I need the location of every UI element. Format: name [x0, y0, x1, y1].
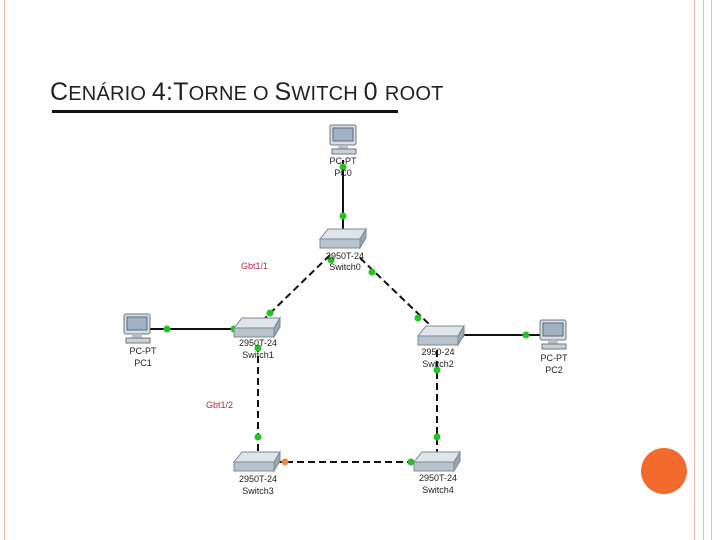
- switch1-switch-icon[interactable]: [232, 316, 281, 339]
- port-dot: [163, 325, 171, 333]
- pc0-name-label: PC0: [334, 168, 352, 178]
- switch0-switch-icon[interactable]: [318, 227, 367, 250]
- port-dot: [407, 458, 415, 466]
- port-dot: [368, 268, 376, 276]
- port-dot: [339, 212, 347, 220]
- title-part: 4:: [151, 78, 174, 106]
- title-part: ROOT: [384, 83, 444, 105]
- port-label-gbt1-1: Gbt1/1: [241, 261, 268, 271]
- switch1-name-label: Switch1: [242, 350, 274, 360]
- pc2-name-label: PC2: [545, 365, 563, 375]
- port-dot: [433, 433, 441, 441]
- port-dot: [254, 344, 262, 352]
- switch3-switch-icon[interactable]: [232, 450, 281, 473]
- switch4-name-label: Switch4: [422, 485, 454, 495]
- pc1-name-label: PC1: [134, 358, 152, 368]
- title-part: ENÁRIO: [68, 83, 152, 105]
- port-status-dots: [163, 163, 530, 466]
- switch0-name-label: Switch0: [329, 262, 361, 272]
- title-part: ORNE O: [188, 83, 275, 105]
- pc1-computer-icon[interactable]: [123, 313, 151, 344]
- port-dot: [339, 163, 347, 171]
- switch2-name-label: Switch2: [422, 359, 454, 369]
- switch3-name-label: Switch3: [242, 486, 274, 496]
- switch2-model-label: 2950-24: [421, 347, 454, 357]
- decorative-orange-circle: [641, 448, 687, 494]
- port-dot-blocking: [281, 458, 289, 466]
- switch3-model-label: 2950T-24: [239, 474, 277, 484]
- switch4-model-label: 2950T-24: [419, 473, 457, 483]
- port-dot: [414, 314, 422, 322]
- port-label-gbt1-2: Gbt1/2: [206, 400, 233, 410]
- pc2-model-label: PC-PT: [541, 353, 569, 363]
- slide-border-right-2: [703, 0, 704, 540]
- slide-border-left: [4, 0, 5, 540]
- title-part: C: [50, 78, 69, 106]
- switch4-switch-icon[interactable]: [412, 450, 461, 473]
- port-dot: [254, 433, 262, 441]
- pc1-model-label: PC-PT: [130, 346, 158, 356]
- port-dot: [266, 309, 274, 317]
- port-dot: [327, 256, 335, 264]
- title-underline: [52, 110, 398, 113]
- port-dot: [433, 366, 441, 374]
- title-part: S: [274, 78, 292, 106]
- pc0-computer-icon[interactable]: [329, 124, 357, 155]
- pc2-computer-icon[interactable]: [539, 319, 567, 350]
- switch2-switch-icon[interactable]: [416, 324, 465, 347]
- title-part: T: [173, 78, 189, 106]
- slide-border-right-3: [711, 0, 712, 540]
- slide-title: CENÁRIO 4:TORNE O SWITCH 0 ROOT: [50, 78, 444, 107]
- title-part: 0: [363, 78, 385, 106]
- title-part: WITCH: [291, 83, 364, 105]
- switch1-model-label: 2950T-24: [239, 338, 277, 348]
- port-dot: [522, 331, 530, 339]
- pc0-model-label: PC-PT: [330, 156, 358, 166]
- slide-border-right-1: [694, 0, 695, 540]
- links: [150, 160, 540, 463]
- switch0-model-label: 2950T-24: [326, 251, 364, 261]
